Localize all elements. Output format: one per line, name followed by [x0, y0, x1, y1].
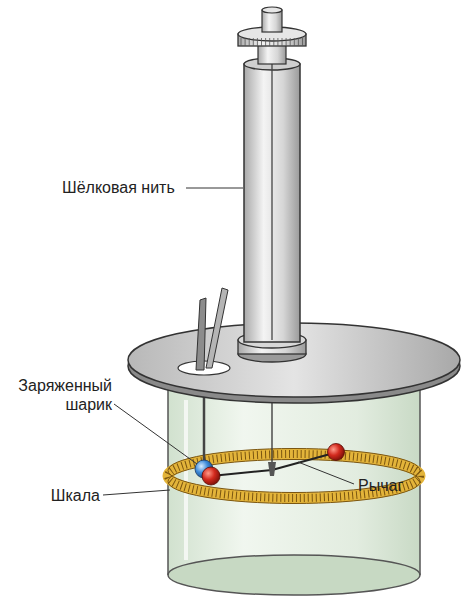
lever: [211, 453, 334, 476]
handle: [196, 288, 228, 370]
lever-label: Рычаг: [358, 476, 403, 495]
lever-ball: [202, 467, 220, 485]
ball-label: Заряженный шарик: [12, 376, 112, 414]
glass-jar: [168, 372, 420, 595]
leader-lines: [103, 188, 354, 495]
tube: [238, 7, 306, 362]
silk-thread: [271, 60, 272, 468]
thread-label: Шёлковая нить: [62, 178, 175, 197]
lever-ball: [328, 444, 345, 461]
scale-ring: [168, 449, 420, 504]
scale-label: Шкала: [51, 486, 100, 505]
